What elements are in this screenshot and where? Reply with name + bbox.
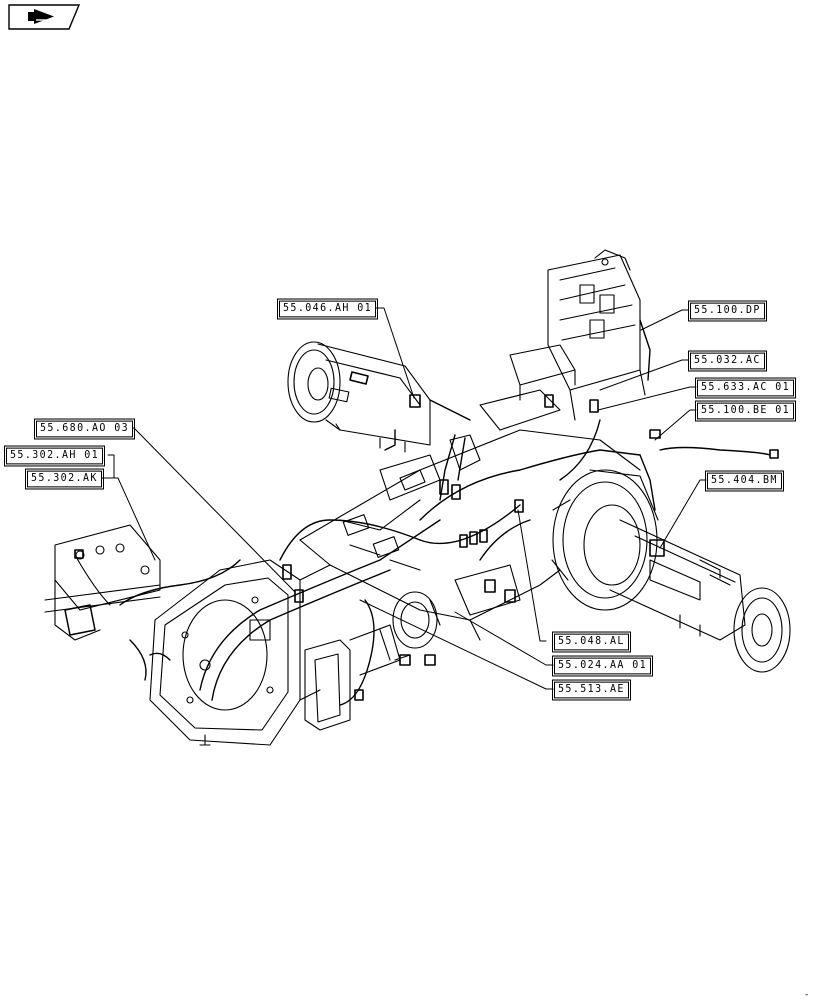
forward-arrow-icon bbox=[28, 9, 54, 24]
callout-label[interactable]: 55.100.DP bbox=[688, 300, 767, 322]
nav-badge[interactable] bbox=[8, 4, 80, 30]
front-bracket bbox=[44, 524, 161, 641]
callout-label[interactable]: 55.046.AH 01 bbox=[276, 298, 379, 320]
front-housing bbox=[149, 559, 331, 746]
transmission-case bbox=[299, 344, 641, 641]
callout-label[interactable]: 55.302.AK bbox=[25, 468, 104, 490]
callout-label[interactable]: 55.032.AC bbox=[688, 350, 767, 372]
callout-label[interactable]: 55.302.AH 01 bbox=[3, 445, 106, 467]
callout-label[interactable]: 55.513.AE bbox=[552, 679, 631, 701]
harness-lines bbox=[119, 319, 771, 706]
page-mark: - bbox=[804, 990, 810, 1000]
connectors bbox=[74, 394, 779, 701]
callout-label[interactable]: 55.048.AL bbox=[552, 631, 631, 653]
callout-label[interactable]: 55.024.AA 01 bbox=[551, 655, 654, 677]
hydraulic-valve-front bbox=[304, 564, 521, 731]
control-valve-block bbox=[547, 249, 646, 421]
callout-label[interactable]: 55.100.BE 01 bbox=[694, 400, 797, 422]
callout-label[interactable]: 55.404.BM bbox=[705, 470, 784, 492]
right-axle-housing bbox=[609, 519, 791, 673]
left-axle-housing bbox=[287, 341, 431, 453]
callout-label[interactable]: 55.633.AC 01 bbox=[694, 377, 797, 399]
callout-label[interactable]: 55.680.AO 03 bbox=[33, 418, 136, 440]
brake-drum bbox=[551, 469, 659, 611]
